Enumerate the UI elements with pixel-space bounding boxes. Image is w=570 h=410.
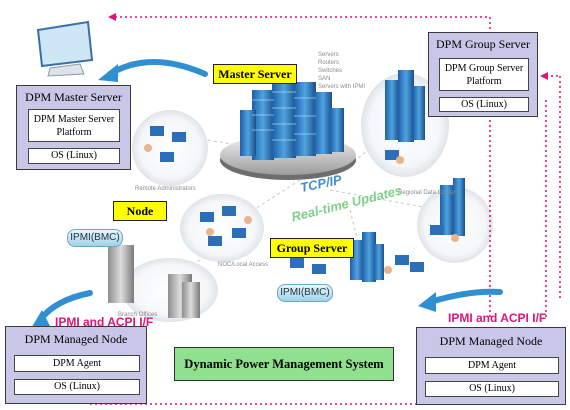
master-monitor xyxy=(36,20,94,77)
dotted-arrowhead-2 xyxy=(540,72,548,80)
dpm-master-server-panel: DPM Master Server DPM Master Server Plat… xyxy=(16,85,131,170)
ipmi-acpi-left-label: IPMI and ACPI I/F xyxy=(55,315,154,329)
branch-buildings xyxy=(108,245,200,318)
master-datacenter xyxy=(220,78,356,180)
platform-box: DPM Group Server Platform xyxy=(439,58,529,91)
group-server-building xyxy=(350,232,384,282)
group-server-label: Group Server xyxy=(270,238,354,258)
agent-box: DPM Agent xyxy=(14,355,140,372)
dotted-arrowhead xyxy=(108,13,116,21)
panel-title: DPM Managed Node xyxy=(24,332,128,346)
servers-ipmi-label: Servers with IPMI xyxy=(318,84,366,90)
system-title-box: Dynamic Power Management System xyxy=(174,347,394,381)
noc-bubble xyxy=(180,194,264,262)
switches-label: Switches xyxy=(318,68,343,74)
remote-admins-label: Remote Administrators xyxy=(135,186,196,192)
dotted-lines xyxy=(90,16,561,405)
platform-box: DPM Master Server Platform xyxy=(28,109,120,142)
arrowhead-master xyxy=(98,64,118,82)
panel-title: DPM Group Server xyxy=(436,37,530,51)
routers-label: Routers xyxy=(318,60,340,66)
ipmi-bmc-left: IPMI(BMC) xyxy=(67,229,123,247)
master-server-label: Master Server xyxy=(213,64,297,84)
ipmi-bmc-right: IPMI(BMC) xyxy=(277,284,333,302)
panel-title: DPM Master Server xyxy=(25,90,122,104)
noc-label: NOC/Local Access xyxy=(218,262,269,268)
regional-dc-buildings xyxy=(385,70,465,236)
san-label: SAN xyxy=(318,76,331,82)
remote-admin-bubble xyxy=(132,110,208,186)
ipmi-acpi-right-label: IPMI and ACPI I/F xyxy=(448,311,547,325)
workstations xyxy=(150,126,444,274)
dpm-managed-node-right-panel: DPM Managed Node DPM Agent OS (Linux) xyxy=(416,327,566,405)
people xyxy=(144,144,459,274)
dpm-group-server-panel: DPM Group Server DPM Group Server Platfo… xyxy=(428,32,538,117)
os-box: OS (Linux) xyxy=(439,97,529,112)
servers-label: Servers xyxy=(318,52,339,58)
dpm-managed-node-left-panel: DPM Managed Node DPM Agent OS (Linux) xyxy=(5,326,147,404)
branch-label: Branch Offices xyxy=(118,312,158,318)
os-box: OS (Linux) xyxy=(14,379,140,395)
os-box: OS (Linux) xyxy=(28,148,120,164)
os-box: OS (Linux) xyxy=(425,381,559,397)
agent-box: DPM Agent xyxy=(425,357,559,374)
panel-title: DPM Managed Node xyxy=(439,334,543,348)
regional-dc-label: Regional Data Centers xyxy=(398,190,459,196)
arrowhead-right xyxy=(418,292,436,312)
node-label: Node xyxy=(113,201,167,221)
arrowhead-left xyxy=(30,310,50,330)
